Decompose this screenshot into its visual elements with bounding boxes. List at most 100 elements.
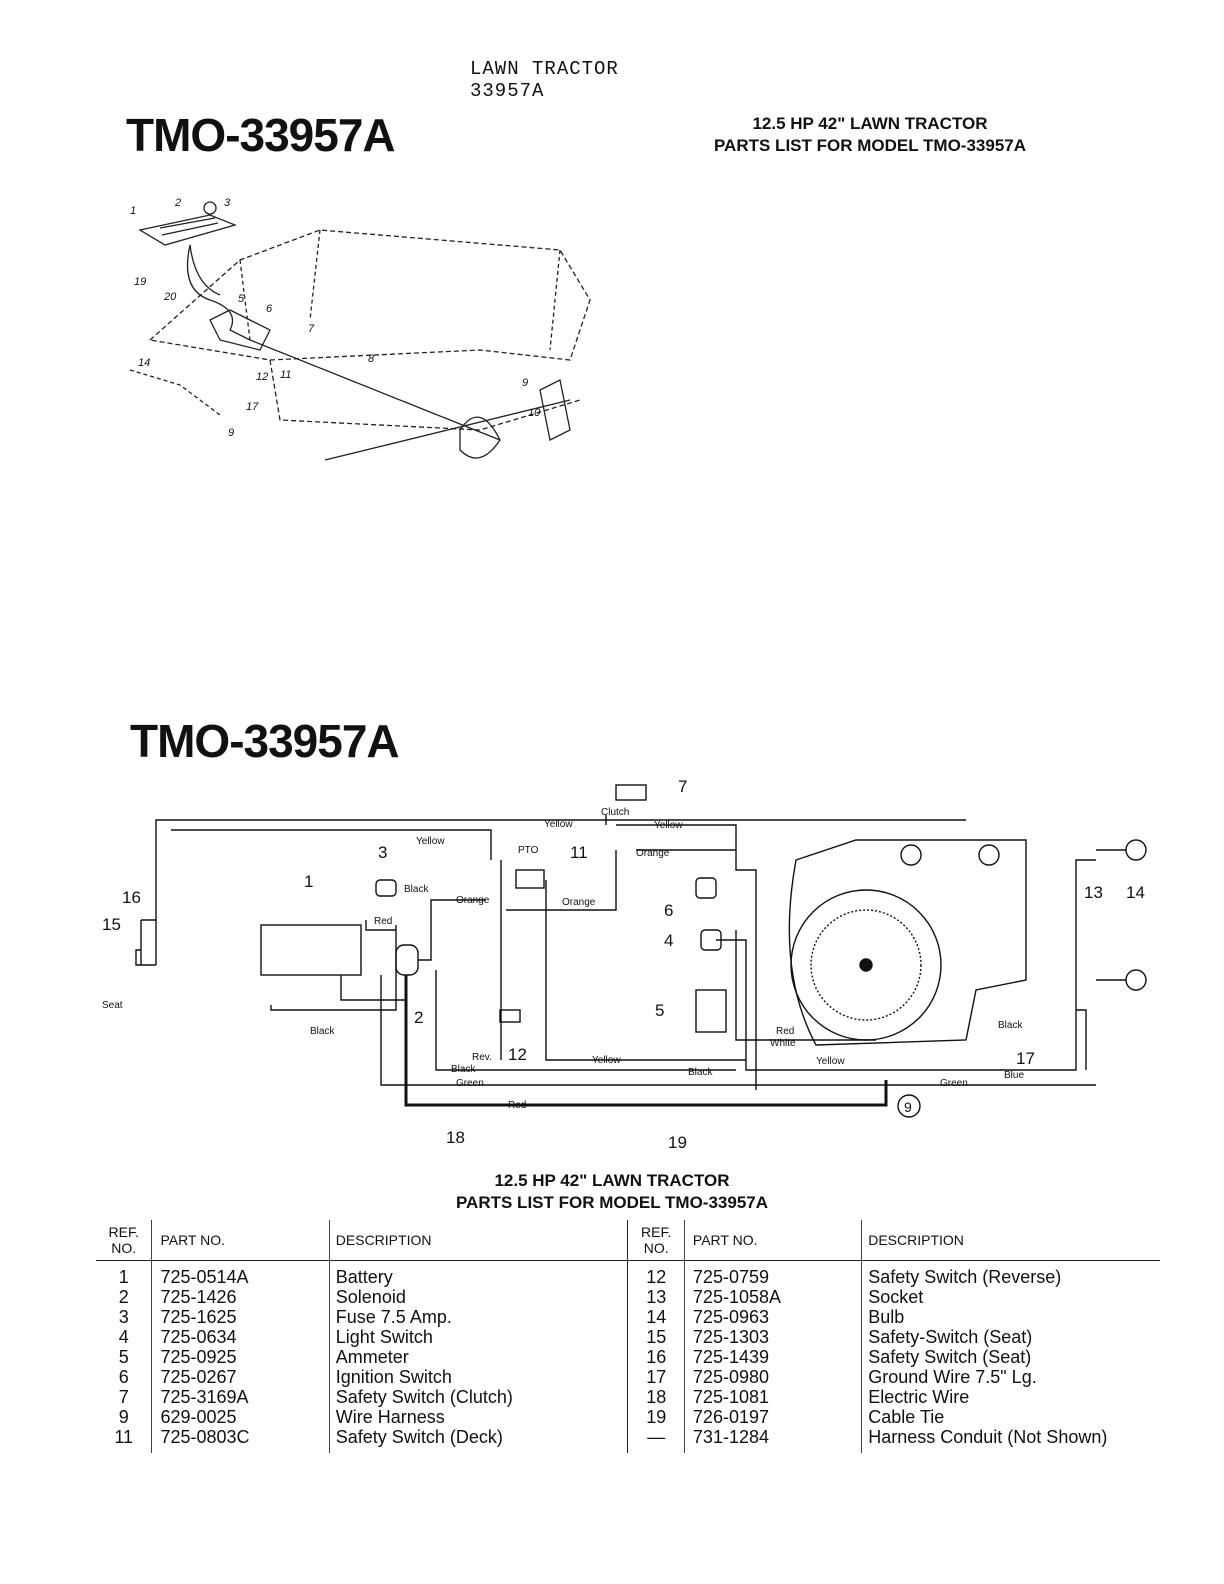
parts-list-table: REF. NO. PART NO. DESCRIPTION REF. NO. P… — [96, 1220, 1160, 1453]
right-ref-cell: 16 — [627, 1347, 685, 1367]
left-part-cell: 629-0025 — [151, 1407, 330, 1427]
left-ref-cell: 11 — [96, 1427, 153, 1453]
fuse-body — [375, 879, 397, 897]
right-part-cell: 725-1081 — [684, 1387, 863, 1407]
left-ref-cell: 3 — [96, 1307, 153, 1327]
left-ref-cell: 2 — [96, 1287, 153, 1307]
svg-text:19: 19 — [134, 276, 146, 288]
label-black-5: Black — [998, 1020, 1023, 1031]
left-desc-cell: Light Switch — [329, 1327, 629, 1347]
battery-body — [260, 924, 362, 976]
typed-header: LAWN TRACTOR 33957A — [470, 58, 619, 102]
ignition-switch-body — [695, 877, 717, 899]
label-green-2: Green — [940, 1078, 968, 1089]
label-black-3: Black — [451, 1064, 476, 1075]
svg-text:9: 9 — [522, 377, 528, 389]
svg-text:6: 6 — [664, 901, 673, 920]
left-desc-cell: Ignition Switch — [329, 1367, 629, 1387]
left-ref-cell: 5 — [96, 1347, 153, 1367]
svg-text:9: 9 — [228, 427, 234, 439]
svg-text:1: 1 — [130, 205, 136, 217]
right-part-cell: 725-1058A — [684, 1287, 863, 1307]
svg-text:12: 12 — [508, 1045, 527, 1064]
label-red-1: Red — [374, 916, 392, 927]
svg-text:3: 3 — [224, 197, 231, 209]
left-part-cell: 725-0267 — [151, 1367, 330, 1387]
bulb-bottom — [1125, 969, 1147, 991]
page-title-line-1: 12.5 HP 42" LAWN TRACTOR — [752, 114, 988, 133]
right-ref-cell: 17 — [627, 1367, 685, 1387]
right-part-cell: 726-0197 — [684, 1407, 863, 1427]
wire-yellow-top — [171, 829, 492, 860]
svg-text:15: 15 — [102, 915, 121, 934]
label-yellow-1: Yellow — [416, 836, 445, 847]
header-desc-right: DESCRIPTION — [861, 1220, 1160, 1261]
left-part-cell: 725-0514A — [151, 1260, 330, 1287]
right-part-cell: 725-0980 — [684, 1367, 863, 1387]
svg-text:11: 11 — [570, 843, 588, 862]
right-ref-cell: 14 — [627, 1307, 685, 1327]
right-desc-cell: Harness Conduit (Not Shown) — [868, 1427, 1108, 1447]
svg-text:18: 18 — [446, 1128, 465, 1147]
right-ref-cell: 12 — [627, 1260, 685, 1287]
left-ref-cell: 4 — [96, 1327, 153, 1347]
left-desc-cell: Ammeter — [329, 1347, 629, 1367]
left-desc-cell: Battery — [329, 1260, 629, 1287]
label-seat: Seat — [102, 1000, 123, 1011]
svg-text:11: 11 — [280, 369, 291, 381]
label-orange-2: Orange — [456, 895, 490, 906]
wiring-schematic: Yellow Yellow Yellow Clutch PTO Orange O… — [102, 777, 1147, 1152]
light-switch-body — [700, 929, 722, 951]
right-part-cell: 725-0759 — [684, 1260, 863, 1287]
label-yellow-4: Yellow — [592, 1055, 621, 1066]
label-rev: Rev. — [472, 1052, 492, 1063]
svg-text:5: 5 — [238, 293, 245, 305]
left-ref-cell: 7 — [96, 1387, 153, 1407]
label-black-2: Black — [310, 1026, 335, 1037]
svg-text:6: 6 — [266, 303, 273, 315]
label-orange-1: Orange — [636, 848, 670, 859]
svg-text:17: 17 — [246, 401, 259, 413]
svg-text:17: 17 — [1016, 1049, 1035, 1068]
svg-text:4: 4 — [664, 931, 673, 950]
right-desc-cell: Safety Switch (Reverse) — [868, 1267, 1062, 1287]
right-part-cell: 725-1303 — [684, 1327, 863, 1347]
clutch-switch-body — [615, 784, 647, 801]
svg-text:16: 16 — [122, 888, 141, 907]
right-desc-cell: Ground Wire 7.5" Lg. — [868, 1367, 1037, 1387]
right-ref-cell: — — [627, 1427, 685, 1453]
left-desc-cell: Solenoid — [329, 1287, 629, 1307]
right-part-cell: 731-1284 — [684, 1427, 863, 1453]
label-black-1: Black — [404, 884, 429, 895]
svg-text:9: 9 — [904, 1099, 912, 1115]
svg-text:7: 7 — [308, 323, 315, 335]
left-desc-cell: Safety Switch (Deck) — [329, 1427, 629, 1453]
right-desc-cell: Electric Wire — [868, 1387, 970, 1407]
left-part-cell: 725-1426 — [151, 1287, 330, 1307]
svg-text:1: 1 — [304, 872, 313, 891]
header-part-right: PART NO. — [684, 1220, 863, 1261]
left-ref-cell: 1 — [96, 1260, 153, 1287]
right-part-cell: 725-0963 — [684, 1307, 863, 1327]
label-green-1: Green — [456, 1078, 484, 1089]
label-yellow-5: Yellow — [816, 1056, 845, 1067]
label-yellow-2: Yellow — [544, 819, 573, 830]
right-desc-cell: Cable Tie — [868, 1407, 945, 1427]
left-desc-cell: Fuse 7.5 Amp. — [329, 1307, 629, 1327]
svg-text:13: 13 — [1084, 883, 1103, 902]
left-desc-cell: Wire Harness — [329, 1407, 629, 1427]
header-ref-right: REF. NO. — [627, 1220, 685, 1261]
header-desc-left: DESCRIPTION — [329, 1220, 629, 1261]
reverse-switch-body — [499, 1009, 521, 1023]
right-ref-cell: 13 — [627, 1287, 685, 1307]
svg-text:3: 3 — [378, 843, 387, 862]
label-black-4: Black — [688, 1067, 713, 1078]
